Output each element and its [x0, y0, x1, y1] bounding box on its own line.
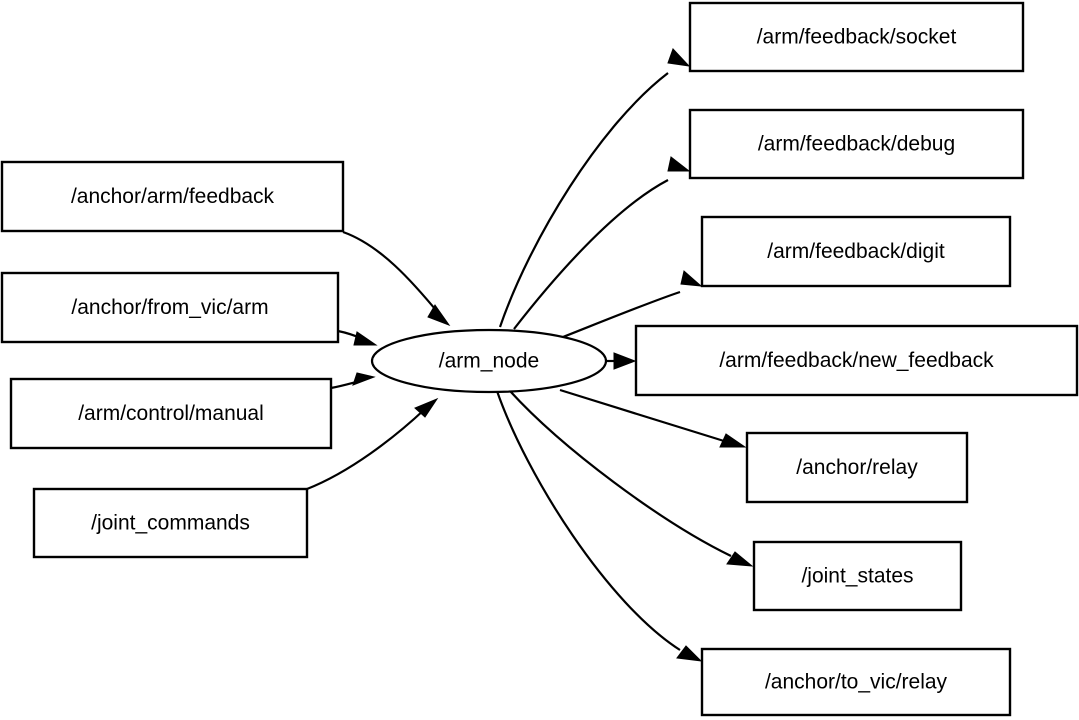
edges-layer — [306, 48, 754, 662]
edge-line — [513, 179, 669, 330]
topic-node-arm-feedback-new-feedback[interactable]: /arm/feedback/new_feedback — [634, 324, 1079, 397]
node-label: /anchor/from_vic/arm — [71, 296, 268, 319]
node-label: /arm/feedback/digit — [767, 240, 945, 263]
edge-out-arrow — [562, 270, 703, 339]
topic-node-anchor-to-vic-relay[interactable]: /anchor/to_vic/relay — [700, 647, 1012, 717]
arrowhead-icon — [676, 645, 703, 662]
node-label: /arm/feedback/socket — [757, 26, 957, 49]
arrowhead-icon — [719, 433, 747, 448]
arrowhead-icon — [427, 304, 451, 327]
edge-line — [495, 390, 681, 651]
edge-line — [559, 388, 725, 443]
node-box-output-topic[interactable] — [700, 647, 1012, 717]
ros-node-arm_node[interactable]: /arm_node — [370, 328, 608, 394]
node-box-output-topic[interactable] — [745, 431, 969, 504]
node-box-output-topic[interactable] — [688, 108, 1025, 180]
edge-in-arrow — [342, 230, 451, 327]
edge-out-arrow — [509, 390, 754, 567]
arrowhead-icon — [352, 372, 376, 386]
node-box-output-topic[interactable] — [700, 215, 1012, 288]
node-label: /anchor/to_vic/relay — [765, 671, 948, 694]
node-label: /arm/feedback/new_feedback — [719, 349, 994, 372]
arrowhead-icon — [613, 352, 637, 370]
arrowhead-icon — [667, 48, 691, 67]
arrowhead-icon — [353, 331, 378, 346]
edge-line — [342, 230, 441, 316]
node-box-input-topic[interactable] — [0, 160, 345, 233]
topic-node-arm-control-manual[interactable]: /arm/control/manual — [9, 377, 333, 450]
arrowhead-icon — [726, 551, 754, 567]
edge-in-arrow — [306, 397, 439, 491]
topic-node-joint-states[interactable]: /joint_states — [752, 540, 963, 612]
node-box-output-topic[interactable] — [752, 540, 963, 612]
edge-out-arrow — [495, 390, 703, 662]
edge-line — [498, 72, 669, 328]
edge-line — [562, 290, 681, 339]
arrowhead-icon — [667, 156, 691, 172]
node-label: /joint_commands — [91, 512, 250, 535]
edge-line — [509, 390, 732, 557]
edge-out-arrow — [513, 156, 691, 330]
edge-out-arrow — [607, 352, 637, 370]
node-box-output-topic[interactable] — [634, 324, 1079, 397]
topic-node-anchor-arm-feedback[interactable]: /anchor/arm/feedback — [0, 160, 345, 233]
node-ellipse-shape[interactable] — [370, 328, 608, 394]
arrowhead-icon — [414, 397, 439, 418]
node-label: /arm/feedback/debug — [758, 133, 955, 156]
node-box-input-topic[interactable] — [0, 271, 340, 344]
node-label: /arm/control/manual — [78, 402, 264, 425]
node-label: /anchor/relay — [796, 456, 918, 479]
edge-in-arrow — [330, 372, 376, 390]
node-box-output-topic[interactable] — [688, 1, 1025, 73]
topic-node-arm-feedback-socket[interactable]: /arm/feedback/socket — [688, 1, 1025, 73]
center-node-label: /arm_node — [439, 350, 539, 373]
node-label: /joint_states — [801, 565, 913, 588]
edge-out-arrow — [498, 48, 691, 328]
topic-node-anchor-from-vic-arm[interactable]: /anchor/from_vic/arm — [0, 271, 340, 344]
node-box-input-topic[interactable] — [32, 487, 309, 559]
node-label: /anchor/arm/feedback — [71, 185, 275, 208]
topic-node-joint-commands[interactable]: /joint_commands — [32, 487, 309, 559]
topic-node-anchor-relay[interactable]: /anchor/relay — [745, 431, 969, 504]
topic-node-arm-feedback-debug[interactable]: /arm/feedback/debug — [688, 108, 1025, 180]
topic-node-arm-feedback-digit[interactable]: /arm/feedback/digit — [700, 215, 1012, 288]
node-box-input-topic[interactable] — [9, 377, 333, 450]
arrowhead-icon — [680, 270, 703, 287]
edge-in-arrow — [337, 329, 378, 346]
edge-out-arrow — [559, 388, 747, 448]
edge-line — [306, 408, 426, 491]
